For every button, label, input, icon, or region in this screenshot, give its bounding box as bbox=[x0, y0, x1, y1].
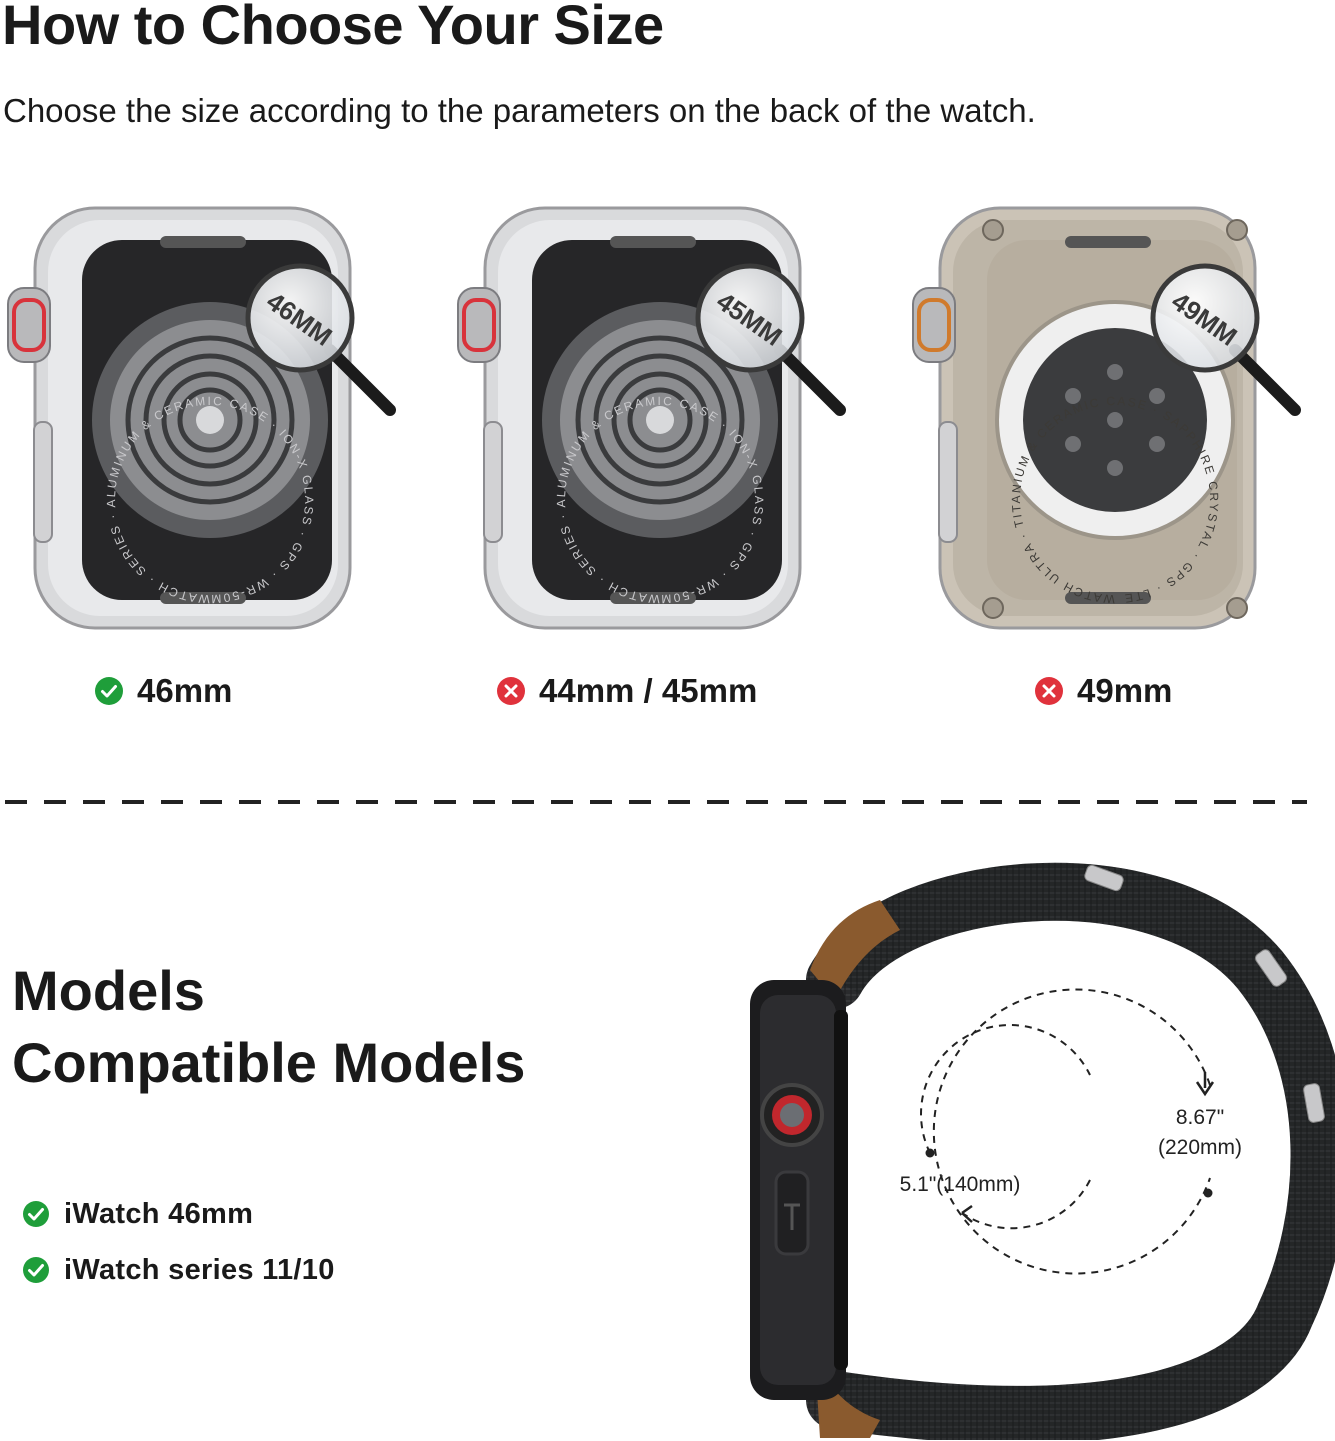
x-circle-icon bbox=[1035, 677, 1063, 705]
size-option-49mm: 49mm bbox=[1035, 668, 1172, 714]
leather-accent bbox=[810, 900, 900, 1000]
leather-accent bbox=[815, 1360, 880, 1438]
watch-band-image: 8.67" (220mm) 5.1"(140mm) bbox=[750, 862, 1335, 1440]
size-option-44-45mm: 44mm / 45mm bbox=[497, 668, 757, 714]
models-heading-line1: Models bbox=[12, 959, 205, 1022]
models-heading-line2: Compatible Models bbox=[12, 1031, 526, 1094]
band-slot bbox=[610, 592, 696, 604]
magnifier-handle bbox=[1229, 344, 1301, 416]
watch-back-49mm-image: WATCH ULTRA · TITANIUM & CERAMIC CASE · … bbox=[905, 200, 1301, 630]
list-item: iWatch 46mm bbox=[22, 1190, 335, 1238]
size-label-text: 44mm / 45mm bbox=[539, 672, 758, 709]
watch-back-46mm-image: WATCH · SERIES · ALUMINUM & CERAMIC CASE… bbox=[7, 206, 396, 630]
band-slot bbox=[610, 236, 696, 248]
metal-loop bbox=[1255, 949, 1287, 987]
watch-back-45mm-image: WATCH · SERIES · ALUMINUM & CERAMIC CASE… bbox=[457, 206, 846, 630]
models-heading: Models Compatible Models bbox=[12, 955, 525, 1099]
band-slot bbox=[1065, 592, 1151, 604]
model-label: iWatch 46mm bbox=[64, 1197, 254, 1230]
inner-dimension-arc bbox=[920, 1024, 1091, 1230]
magnifier-lens bbox=[245, 263, 355, 373]
page-subtitle: Choose the size according to the paramet… bbox=[3, 92, 1036, 129]
band-slot bbox=[1065, 236, 1151, 248]
check-circle-icon bbox=[23, 1257, 49, 1283]
compatible-model-list: iWatch 46mm iWatch series 11/10 bbox=[22, 1190, 335, 1302]
check-circle-icon bbox=[95, 677, 123, 705]
x-circle-icon bbox=[497, 677, 525, 705]
band-slot bbox=[160, 592, 246, 604]
digital-crown bbox=[912, 287, 956, 363]
digital-crown bbox=[7, 287, 51, 363]
side-button bbox=[483, 421, 503, 543]
magnifier-lens bbox=[695, 263, 805, 373]
case-screw bbox=[982, 597, 1004, 619]
case-screw bbox=[1226, 219, 1248, 241]
magnifier-handle bbox=[324, 344, 396, 416]
nylon-strap bbox=[806, 862, 1335, 1440]
size-label-text: 49mm bbox=[1077, 672, 1173, 709]
digital-crown bbox=[457, 287, 501, 363]
case-screw bbox=[982, 219, 1004, 241]
magnifier-handle bbox=[774, 344, 846, 416]
page-title: How to Choose Your Size bbox=[2, 0, 664, 56]
list-item: iWatch series 11/10 bbox=[22, 1246, 335, 1294]
band-slot bbox=[160, 236, 246, 248]
size-option-46mm: 46mm bbox=[95, 668, 232, 714]
inner-dimension-label: 5.1"(140mm) bbox=[900, 1173, 1021, 1196]
case-screw bbox=[1226, 597, 1248, 619]
outer-dimension-line1: 8.67" bbox=[1176, 1106, 1224, 1129]
side-button bbox=[938, 421, 958, 543]
magnifier-lens bbox=[1150, 263, 1260, 373]
metal-loop bbox=[1303, 1083, 1325, 1123]
model-label: iWatch series 11/10 bbox=[64, 1253, 335, 1286]
outer-dimension-line2: (220mm) bbox=[1158, 1136, 1242, 1159]
dashed-divider bbox=[5, 800, 1307, 804]
size-label-text: 46mm bbox=[137, 672, 233, 709]
side-button bbox=[33, 421, 53, 543]
check-circle-icon bbox=[23, 1201, 49, 1227]
metal-loop bbox=[1084, 864, 1124, 892]
